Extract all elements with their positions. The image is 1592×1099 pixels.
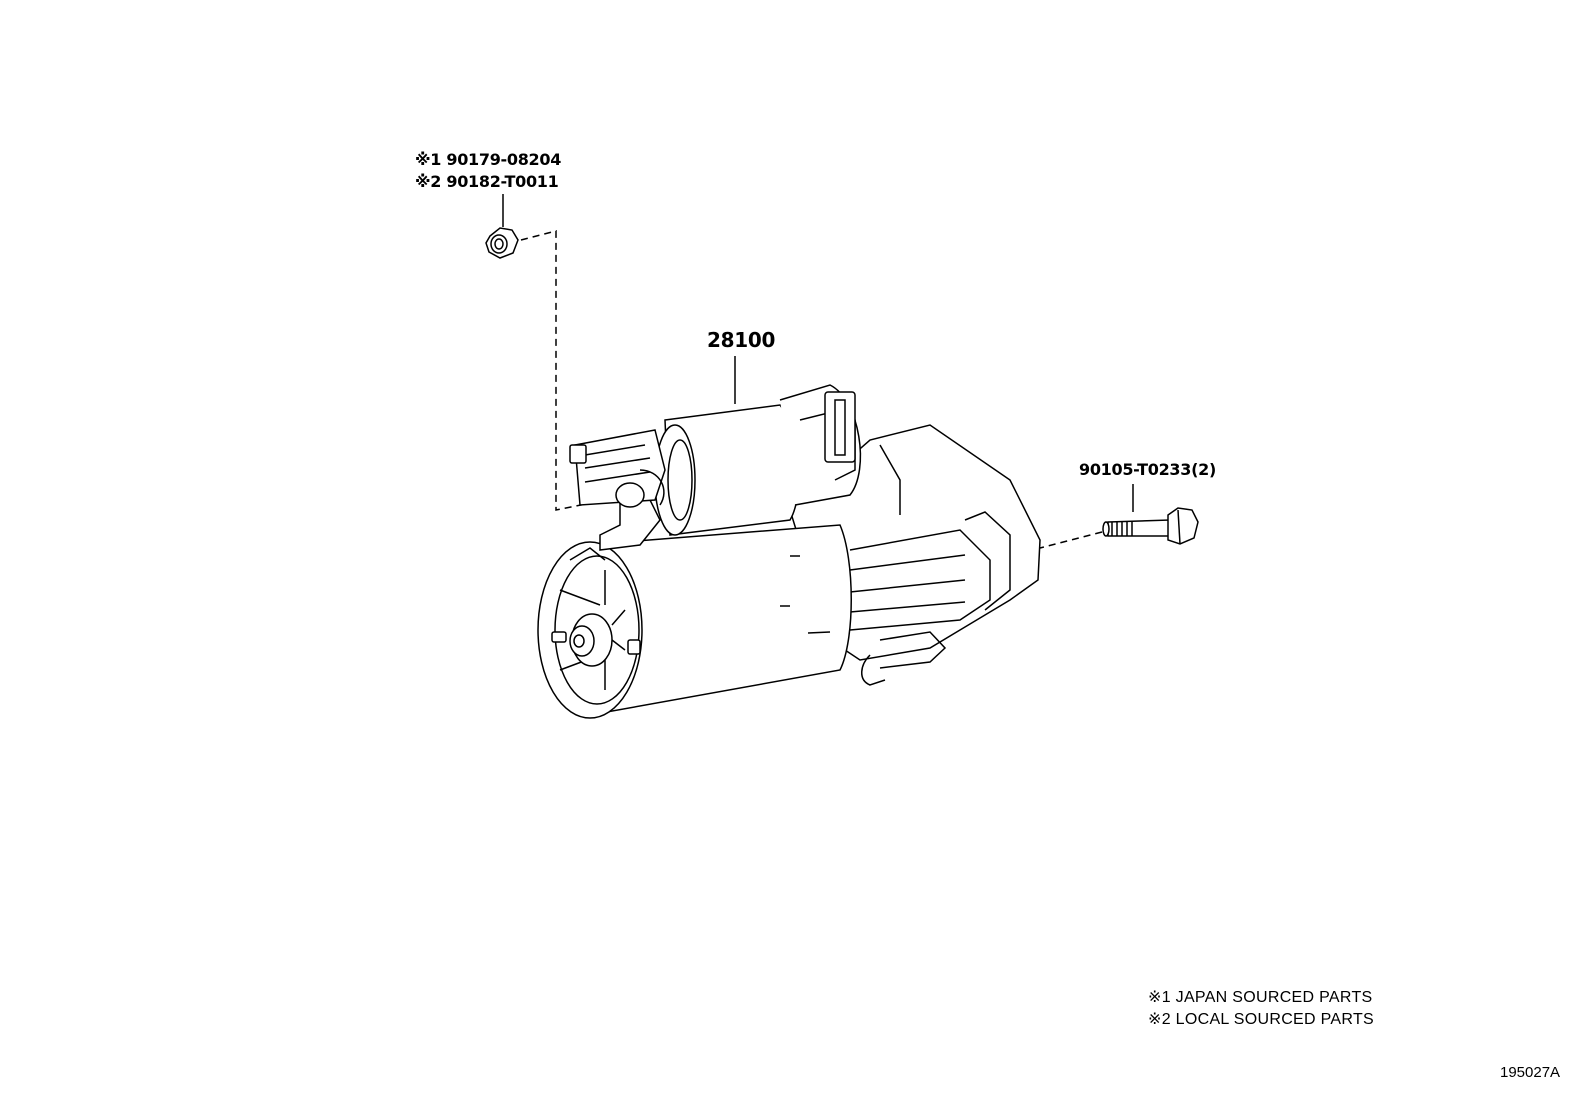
- legend-japan-sourced: ※1 JAPAN SOURCED PARTS: [1148, 989, 1373, 1006]
- nut-part-number-local[interactable]: ※2 90182-T0011: [415, 172, 559, 191]
- nut-part-number-japan[interactable]: ※1 90179-08204: [415, 150, 562, 169]
- bolt-part-number[interactable]: 90105-T0233(2): [1079, 460, 1216, 479]
- nut-dashed-guide: [520, 230, 621, 511]
- legend-local-sourced: ※2 LOCAL SOURCED PARTS: [1148, 1011, 1374, 1028]
- starter-part-number[interactable]: 28100: [707, 328, 776, 352]
- nut-part[interactable]: [485, 194, 519, 259]
- bolt-dashed-guide: [1039, 531, 1103, 549]
- figure-code: 195027A: [1500, 1064, 1561, 1081]
- starter-assembly[interactable]: [537, 384, 1041, 719]
- bolt-part[interactable]: [1102, 484, 1199, 545]
